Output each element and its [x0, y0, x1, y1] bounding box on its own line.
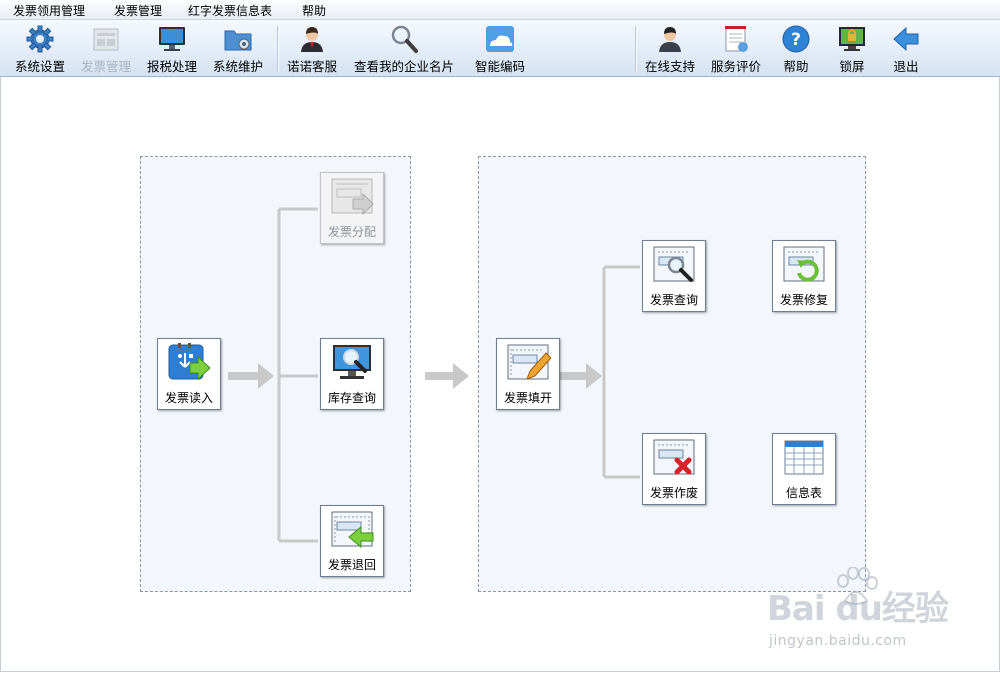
invoice-query-node[interactable]: 发票查询: [642, 240, 706, 312]
arrow-left-to-right-panel: [425, 363, 469, 389]
toolbar-nuonuo-service-button[interactable]: 诺诺客服: [282, 22, 342, 74]
toolbar-tax-process-button[interactable]: 报税处理: [142, 22, 202, 74]
invoice-pen-icon: [507, 344, 551, 380]
toolbar-company-card-button[interactable]: 查看我的企业名片: [348, 22, 460, 74]
usb-import-icon: [168, 343, 211, 381]
cloud-icon: [486, 26, 514, 52]
support-person-icon: [659, 27, 681, 52]
notepad-icon: [725, 26, 748, 52]
toolbar-exit-button[interactable]: 退出: [882, 22, 930, 74]
menu-invoice-manage[interactable]: 发票管理: [114, 4, 163, 18]
toolbar-service-rating-button[interactable]: 服务评价: [704, 22, 768, 74]
monitor-icon: [159, 27, 185, 51]
invoice-return-node[interactable]: 发票退回: [320, 505, 384, 577]
gear-icon: [26, 25, 54, 53]
stock-query-node[interactable]: 库存查询: [320, 338, 384, 410]
magnifier-icon: [391, 25, 418, 53]
table-icon: [784, 440, 824, 475]
toolbar-online-support-button[interactable]: 在线支持: [640, 22, 700, 74]
folder-gear-icon: [224, 30, 252, 51]
lock-screen-icon: [839, 27, 865, 51]
invoice-read-node[interactable]: 发票读入: [157, 338, 221, 410]
svg-text:?: ?: [791, 30, 801, 50]
toolbar-system-settings-button[interactable]: 系统设置: [8, 22, 72, 74]
toolbar-system-maintenance-button[interactable]: 系统维护: [206, 22, 270, 74]
toolbar-separator: [635, 26, 637, 72]
menu-red-invoice-info[interactable]: 红字发票信息表: [188, 4, 273, 18]
service-person-icon: [301, 27, 323, 52]
baidu-watermark: Bai du经验 jingyan.baidu.com: [755, 567, 955, 657]
invoice-repair-node[interactable]: 发票修复: [772, 240, 836, 312]
invoice-icon: [93, 28, 119, 51]
toolbar-invoice-manage-button[interactable]: 发票管理: [76, 22, 136, 74]
invoice-void-node[interactable]: 发票作废: [642, 433, 706, 505]
invoice-forward-icon: [331, 178, 374, 216]
menu-bar: 发票领用管理 发票管理 红字发票信息表 帮助: [0, 0, 1000, 20]
arrow-read-to-stock: [228, 363, 274, 389]
invoice-return-icon: [331, 511, 374, 549]
invoice-issue-node[interactable]: 发票填开: [496, 338, 560, 410]
monitor-search-icon: [333, 345, 371, 379]
invoice-void-icon: [653, 439, 695, 475]
help-icon: ?: [782, 25, 810, 53]
invoice-repair-icon: [783, 246, 825, 282]
paw-icon: [837, 567, 878, 605]
toolbar: 系统设置 发票管理 报税处理 系统维护 诺诺客服: [0, 20, 1000, 77]
menu-help[interactable]: 帮助: [302, 4, 327, 18]
info-table-node[interactable]: 信息表: [772, 433, 836, 505]
toolbar-lock-screen-button[interactable]: 锁屏: [828, 22, 876, 74]
menu-invoice-receive[interactable]: 发票领用管理: [13, 4, 86, 18]
invoice-distribute-node[interactable]: 发票分配: [320, 172, 384, 244]
toolbar-smart-coding-button[interactable]: 智能编码: [470, 22, 530, 74]
exit-arrow-icon: [893, 26, 919, 52]
arrow-issue-to-branch: [560, 363, 602, 389]
toolbar-help-button[interactable]: ? 帮助: [772, 22, 820, 74]
toolbar-separator: [277, 26, 279, 72]
invoice-search-icon: [653, 246, 695, 282]
